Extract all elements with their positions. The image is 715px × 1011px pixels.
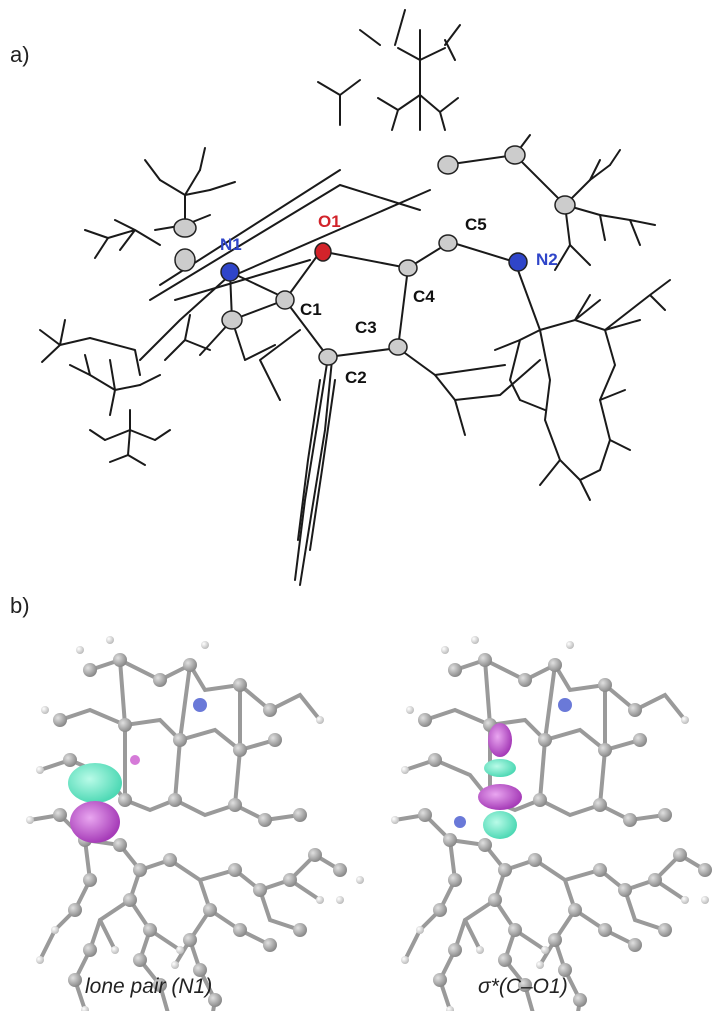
orbital-lobe-cyan-upper <box>484 759 516 777</box>
atom-label-c4: C4 <box>413 287 435 306</box>
sigma-star-molecule <box>389 634 715 1011</box>
orbital-lobe-cyan <box>68 763 122 803</box>
atom-label-c3: C3 <box>355 318 377 337</box>
atom-label-n2: N2 <box>536 250 558 269</box>
orbital-lobe-magenta <box>70 801 120 843</box>
panel-a-label: a) <box>10 42 30 67</box>
atom-label-c5: C5 <box>465 215 487 234</box>
panel-b-label: b) <box>10 593 30 618</box>
lone-pair-molecule <box>24 634 366 1011</box>
orbital-lobe-cyan-lower <box>483 811 517 839</box>
caption-lone-pair: lone pair (N1) <box>85 975 213 998</box>
orbital-lobe-magenta-middle <box>478 784 522 810</box>
atom-label-c1: C1 <box>300 300 322 319</box>
crystal-structure-diagram <box>39 9 671 586</box>
atom-label-o1: O1 <box>318 212 341 231</box>
atom-label-c2: C2 <box>345 368 367 387</box>
caption-sigma-star: σ*(C–O1) <box>478 975 568 998</box>
orbital-lobe-magenta-top <box>488 723 512 757</box>
atom-label-n1: N1 <box>220 235 242 254</box>
